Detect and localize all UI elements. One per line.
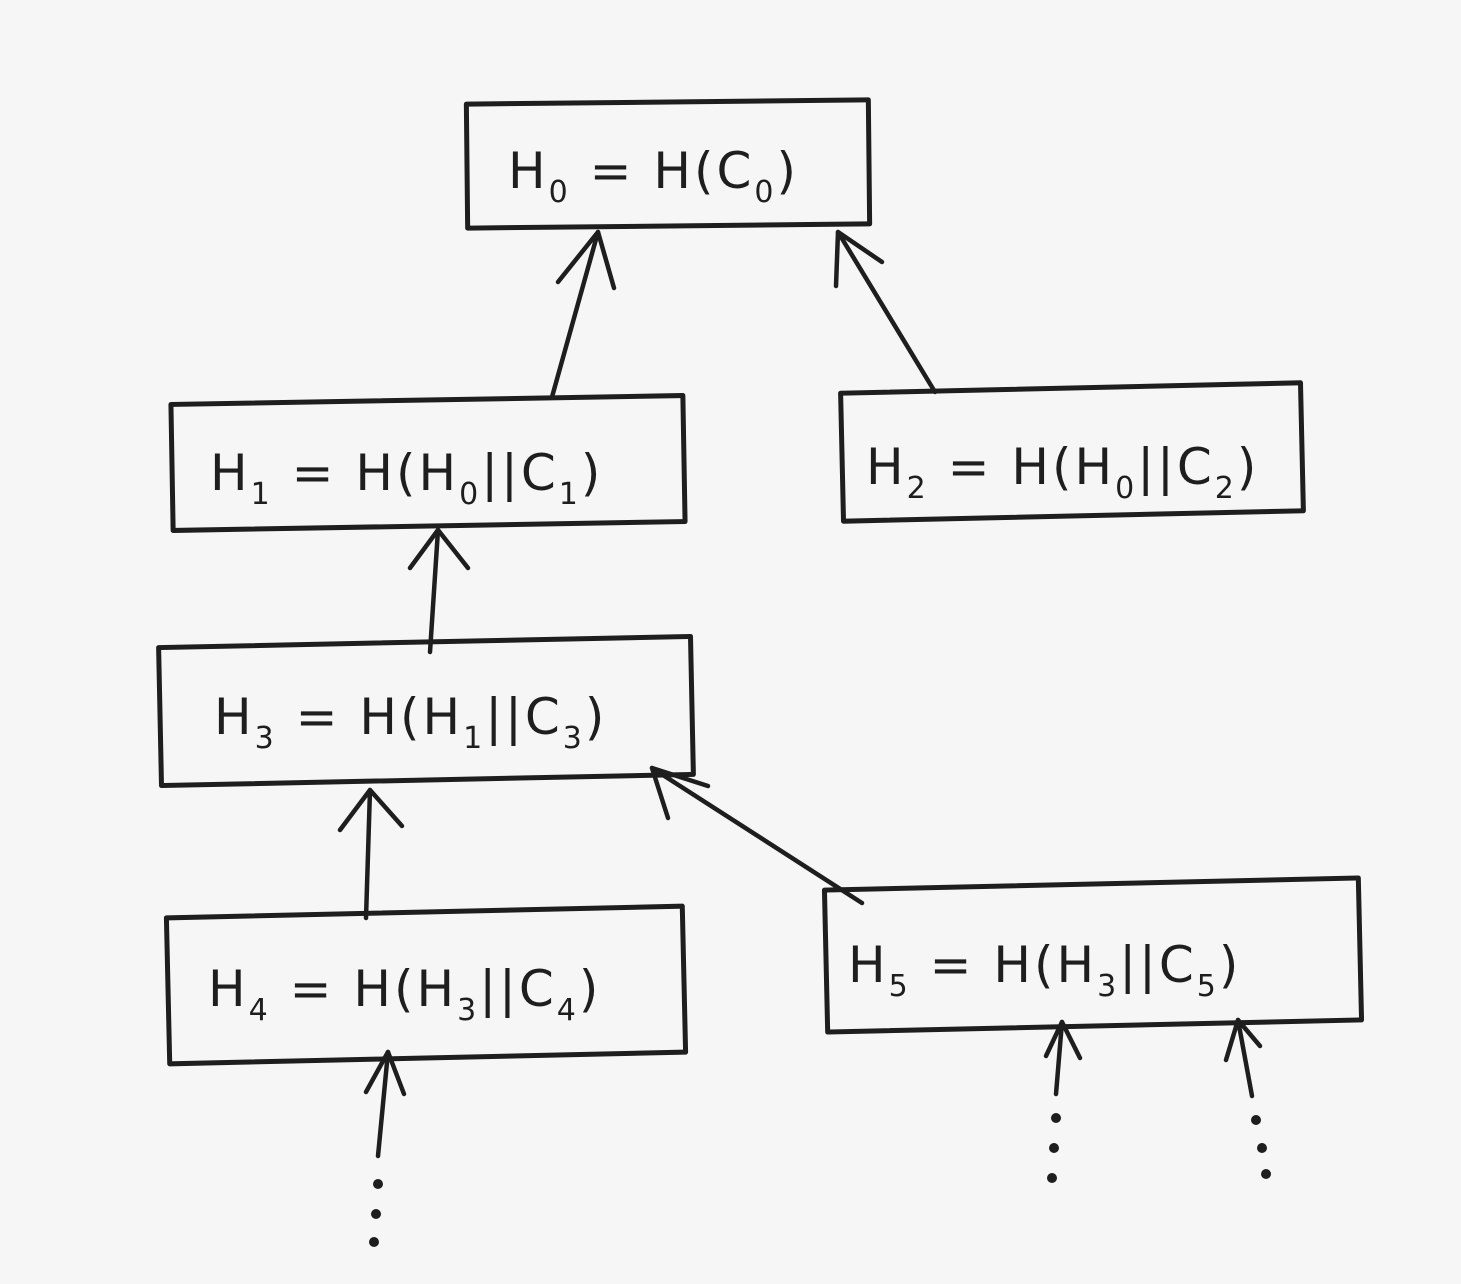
node-h5-label: H5 = H(H3||C5) [848, 936, 1241, 1004]
edge-h5-to-h3 [649, 765, 865, 906]
continuation-arrow-below-h5-left [1043, 1019, 1083, 1097]
edge-h2-to-h0 [833, 229, 938, 395]
node-h2-label: H2 = H(H0||C2) [866, 438, 1259, 506]
edge-h1-to-h0 [549, 229, 617, 400]
node-h1: H1 = H(H0||C1) [168, 393, 688, 533]
node-h3-label: H3 = H(H1||C3) [214, 688, 607, 756]
node-h3: H3 = H(H1||C3) [156, 633, 696, 789]
node-h4: H4 = H(H3||C4) [163, 903, 689, 1067]
continuation-arrow-below-h4 [363, 1049, 407, 1159]
continuation-dots-below-h5-left [1047, 1113, 1061, 1183]
edge-h3-to-h1 [407, 527, 471, 655]
node-h0: H0 = H(C0) [463, 97, 873, 231]
continuation-dots-below-h4 [369, 1179, 383, 1247]
node-h0-label: H0 = H(C0) [508, 142, 799, 210]
continuation-dots-below-h5-right [1251, 1115, 1271, 1179]
node-h5: H5 = H(H3||C5) [821, 875, 1365, 1035]
continuation-arrow-below-h5-right [1223, 1017, 1263, 1099]
node-h2: H2 = H(H0||C2) [838, 380, 1306, 524]
edge-h4-to-h3 [337, 787, 405, 921]
node-h4-label: H4 = H(H3||C4) [208, 960, 601, 1028]
node-h1-label: H1 = H(H0||C1) [210, 444, 603, 512]
